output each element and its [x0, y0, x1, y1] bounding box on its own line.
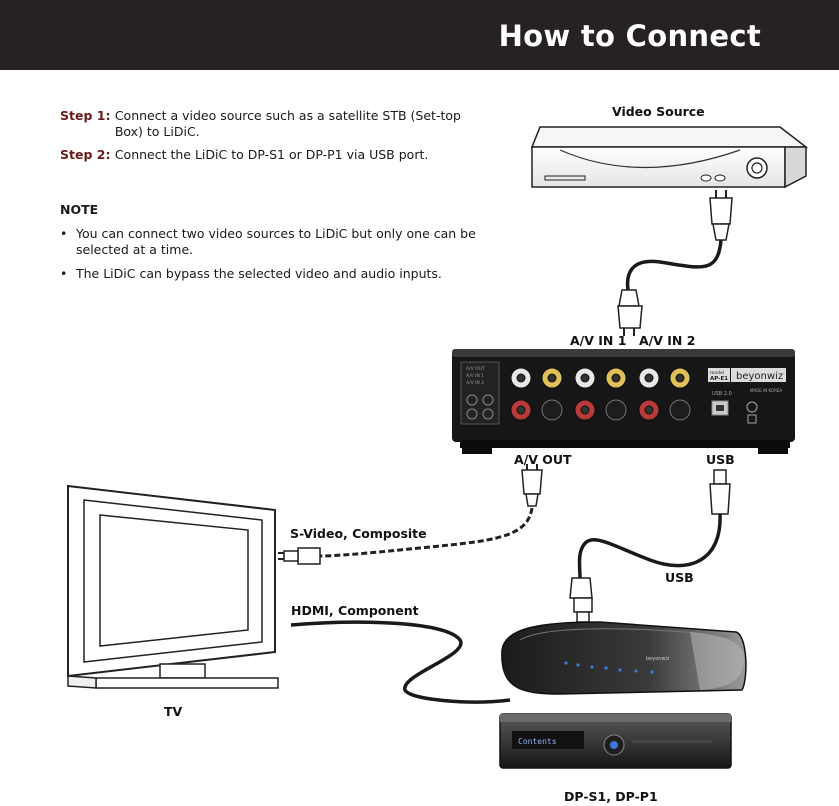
av-in-1-label: A/V IN 1 — [570, 333, 627, 348]
note-title: NOTE — [60, 202, 99, 217]
av-out-label: A/V OUT — [514, 452, 572, 467]
av-input-cable — [617, 190, 733, 336]
players-label: DP-S1, DP-P1 — [564, 789, 658, 804]
header-bar: How to Connect — [0, 0, 839, 70]
video-source-box — [530, 126, 809, 189]
bullet-icon: • — [60, 226, 68, 241]
hdmi-component-label: HDMI, Component — [291, 603, 419, 618]
step-2-label: Step 2: — [60, 147, 115, 162]
dp-player-bottom: Contents — [499, 713, 732, 769]
panel-label: A/V IN 2 — [466, 380, 484, 386]
hdmi-cable — [290, 620, 511, 704]
device-brand: beyonwiz — [736, 371, 783, 382]
bullet-icon: • — [60, 266, 68, 281]
av-in-2-label: A/V IN 2 — [639, 333, 696, 348]
svg-text:model: model — [710, 370, 724, 376]
usb-cable — [569, 469, 731, 623]
note-item-text: You can connect two video sources to LiD… — [76, 226, 476, 257]
step-1-label: Step 1: — [60, 108, 115, 123]
step-1: Step 1: Connect a video source such as a… — [60, 108, 480, 140]
note-item: • You can connect two video sources to L… — [60, 226, 480, 258]
player-screen-text: Contents — [518, 737, 557, 746]
note-item-text: The LiDiC can bypass the selected video … — [76, 266, 442, 281]
player-brand: beyonwiz — [646, 656, 670, 662]
tv-label: TV — [164, 704, 183, 719]
panel-label: A/V IN 1 — [466, 373, 484, 379]
tv-illustration — [67, 484, 279, 689]
dp-player-top: beyonwiz — [501, 621, 747, 695]
panel-label: A/V OUT — [466, 366, 485, 372]
step-2-text: Connect the LiDiC to DP-S1 or DP-P1 via … — [114, 147, 429, 162]
step-2: Step 2: Connect the LiDiC to DP-S1 or DP… — [60, 147, 480, 163]
steps-section: Step 1: Connect a video source such as a… — [60, 108, 480, 170]
av-output-cable — [278, 464, 543, 565]
note-item: • The LiDiC can bypass the selected vide… — [60, 266, 480, 282]
page-title: How to Connect — [498, 19, 761, 53]
svideo-composite-label: S-Video, Composite — [290, 526, 427, 541]
lidic-device: A/V OUT A/V IN 1 A/V IN 2 model AP-E1 — [452, 349, 795, 454]
step-1-text: Connect a video source such as a satelli… — [114, 108, 461, 139]
made-in-text: MADE IN KOREA — [750, 388, 782, 393]
device-model: AP-E1 — [710, 376, 728, 382]
usb-port-label: USB 2.0 — [712, 391, 732, 397]
note-section: NOTE • You can connect two video sources… — [60, 202, 480, 290]
usb-cable-label: USB — [665, 570, 694, 585]
usb-port-caption: USB — [706, 452, 735, 467]
video-source-label: Video Source — [612, 104, 705, 119]
